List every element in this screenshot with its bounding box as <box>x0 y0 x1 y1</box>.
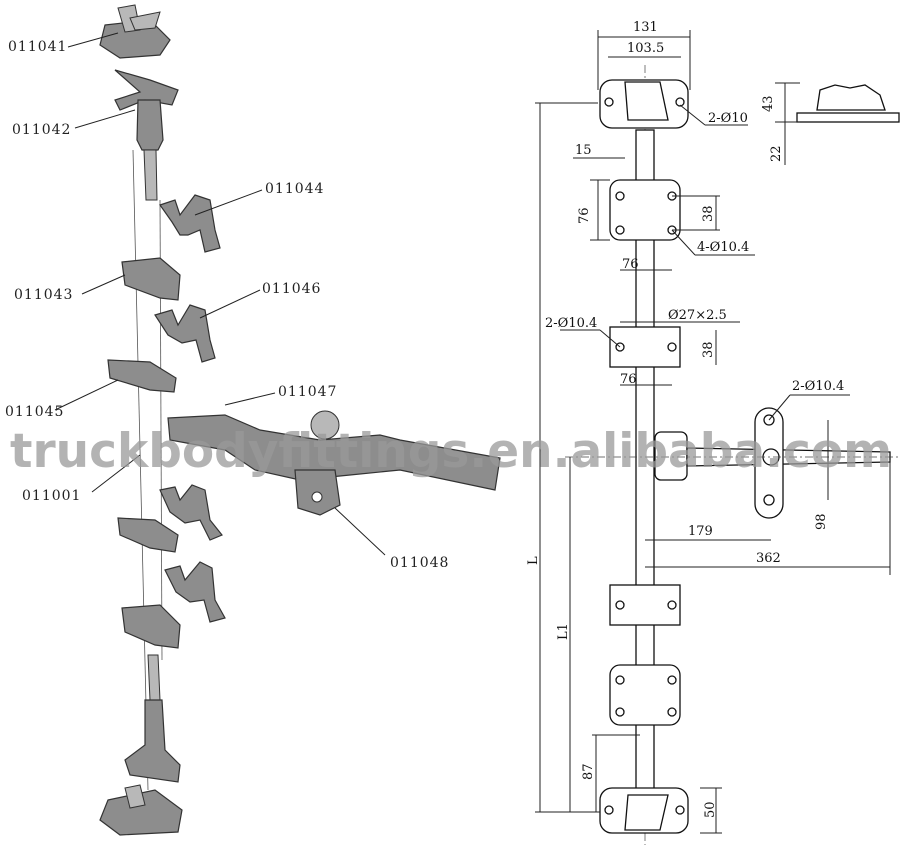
dim-4-holes-10-4: 4-Ø10.4 <box>697 240 749 255</box>
dim-76-bracket-height: 76 <box>577 207 592 224</box>
dim-rod-diameter: Ø27×2.5 <box>668 308 727 323</box>
dim-179: 179 <box>688 524 713 539</box>
part-011046-bracket <box>154 304 216 363</box>
part-label-011041: 011041 <box>8 39 67 55</box>
dim-76-bracket-width: 76 <box>622 257 639 272</box>
dim-38-bracket: 38 <box>701 205 716 222</box>
dim-50: 50 <box>703 801 718 818</box>
exploded-view: 011041 011042 011044 011043 011046 01104… <box>5 4 501 836</box>
dimension-lines <box>535 30 900 834</box>
part-label-011047: 011047 <box>278 384 337 400</box>
dim-L: L <box>526 556 541 565</box>
dim-2-holes-10-4-guide: 2-Ø10.4 <box>545 316 597 331</box>
part-cam-bottom <box>99 654 183 836</box>
dim-15: 15 <box>575 143 592 158</box>
side-view-cam <box>816 84 886 111</box>
dim-2-holes-10-4-handle: 2-Ø10.4 <box>792 379 844 394</box>
dim-22: 22 <box>769 145 784 162</box>
watermark: truckbodyfittings.en.alibaba.com <box>10 424 892 479</box>
dim-131: 131 <box>633 20 658 35</box>
dim-87: 87 <box>581 763 596 780</box>
dim-76-guide: 76 <box>620 372 637 387</box>
part-011044-bracket <box>159 194 221 253</box>
part-label-011001: 011001 <box>22 488 81 504</box>
rod-axis-line <box>132 149 149 791</box>
dim-38-guide: 38 <box>701 341 716 358</box>
part-011047-handle <box>167 410 501 516</box>
dim-L1: L1 <box>556 623 571 640</box>
part-label-011046: 011046 <box>262 281 321 297</box>
lower-bracket <box>609 664 681 726</box>
part-011042-cam-top <box>114 69 179 201</box>
part-011045-guide <box>107 359 177 393</box>
part-label-011048: 011048 <box>390 555 449 571</box>
part-label-011042: 011042 <box>12 122 71 138</box>
part-011041-cam-keeper-top <box>99 4 171 59</box>
upper-bracket <box>609 179 681 241</box>
part-label-011045: 011045 <box>5 404 64 420</box>
dim-362: 362 <box>756 551 781 566</box>
dim-103-5: 103.5 <box>627 41 664 56</box>
part-011043-guide <box>121 257 181 301</box>
dim-98: 98 <box>814 513 829 530</box>
side-view-base <box>796 112 900 123</box>
dim-2-holes-10: 2-Ø10 <box>708 111 748 126</box>
part-label-011044: 011044 <box>265 181 324 197</box>
dim-43: 43 <box>761 95 776 112</box>
dimension-drawing: 131 103.5 2-Ø10 15 43 22 76 38 4-Ø10.4 7… <box>526 20 900 845</box>
part-label-011043: 011043 <box>14 287 73 303</box>
leader-lines <box>54 32 386 556</box>
part-lower-bracket <box>117 484 226 649</box>
